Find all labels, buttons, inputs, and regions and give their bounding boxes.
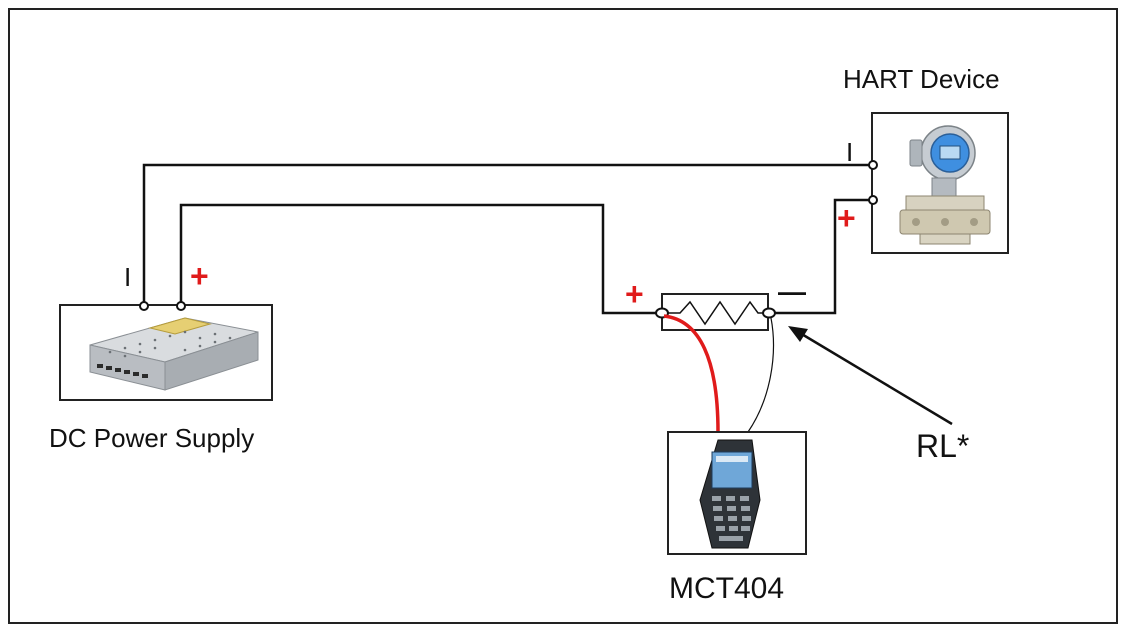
- wire-return: [770, 198, 872, 315]
- resistor-box: [661, 293, 769, 331]
- wires: [142, 163, 872, 315]
- resistor-negative-terminal: [762, 307, 776, 319]
- wire-negative: [142, 163, 872, 303]
- hart-device: [868, 112, 1009, 254]
- power-supply-label: DC Power Supply: [49, 423, 255, 453]
- hart-positive-terminal: [868, 195, 878, 205]
- hart-positive-marker: +: [837, 200, 856, 236]
- ps-positive-marker: +: [190, 258, 209, 294]
- ps-negative-terminal: [139, 301, 149, 311]
- power-supply: [59, 301, 273, 401]
- resistor-label: RL*: [916, 428, 970, 464]
- communicator: [667, 431, 807, 555]
- load-resistor: [655, 293, 776, 331]
- wire-positive: [179, 203, 660, 315]
- resistor-icon: [665, 300, 768, 326]
- hart-negative-terminal: [868, 160, 878, 170]
- ps-positive-terminal: [176, 301, 186, 311]
- ps-negative-marker: I: [124, 262, 132, 292]
- hart-device-label: HART Device: [843, 64, 1000, 94]
- power-supply-icon: [89, 317, 259, 391]
- diagram-frame: [8, 8, 1118, 624]
- hart-negative-marker: I: [846, 137, 854, 167]
- transmitter-icon: [899, 125, 991, 245]
- communicator-label: MCT404: [669, 572, 785, 605]
- lead-red: [663, 314, 720, 433]
- resistor-positive-marker: +: [625, 276, 644, 312]
- arrow-icon: [788, 326, 953, 426]
- lead-black: [747, 317, 775, 433]
- resistor-negative-marker: —: [778, 276, 806, 307]
- handheld-communicator-icon: [699, 439, 761, 549]
